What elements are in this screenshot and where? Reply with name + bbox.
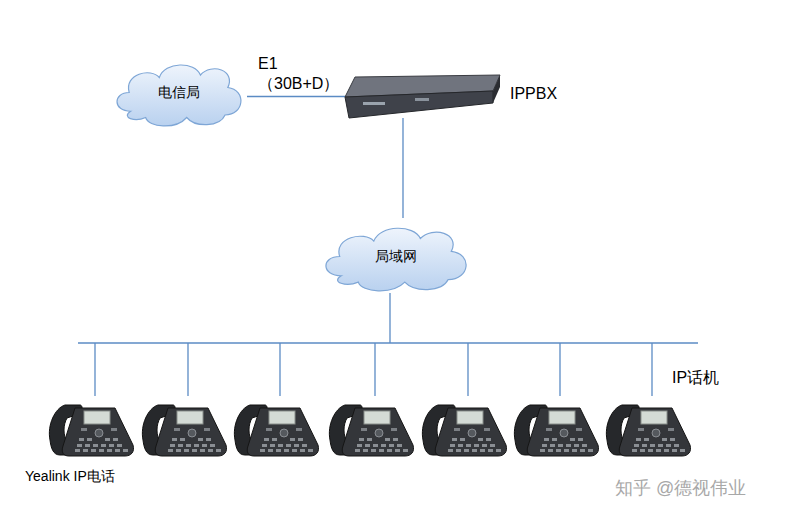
device-picture xyxy=(345,75,500,118)
ip-phones xyxy=(49,405,690,456)
cloud-node: 局域网 xyxy=(318,218,473,295)
device-label: IP话机 xyxy=(672,368,719,389)
link-line xyxy=(247,96,345,97)
ippbx-device: IPPBX xyxy=(345,75,500,118)
device-label: IPPBX xyxy=(510,85,557,103)
device-label: Yealink IP电话 xyxy=(25,468,115,486)
link-label: E1 （30B+D） xyxy=(258,54,339,94)
lan-bus xyxy=(78,293,698,396)
watermark: 知乎 @德视伟业 xyxy=(615,476,746,500)
node-label: 电信局 xyxy=(158,84,200,102)
node-label: 局域网 xyxy=(375,248,417,266)
link-line xyxy=(402,118,403,218)
cloud-node: 电信局 xyxy=(110,55,247,130)
